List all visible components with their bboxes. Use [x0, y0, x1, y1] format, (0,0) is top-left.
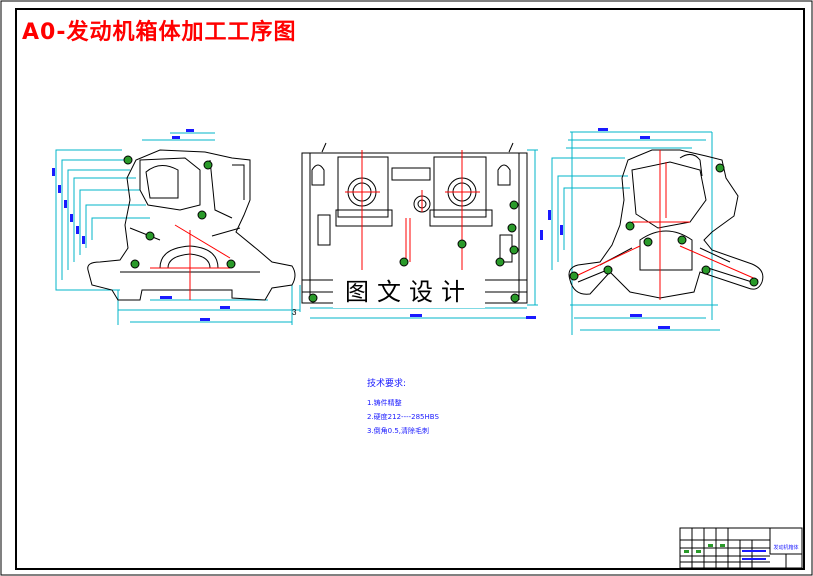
technical-requirements: 技术要求: 1.铸件精整 2.硬度212----285HBS 3.倒角0.5,清… — [367, 377, 439, 438]
middle-view-dimensions — [310, 149, 538, 319]
right-view-dimensions — [551, 131, 720, 335]
watermark: 图文设计 — [333, 270, 485, 308]
title-block-label: 发动机箱体 — [773, 545, 799, 551]
right-view — [548, 128, 764, 335]
technical-requirement-item: 2.硬度212----285HBS — [367, 413, 439, 421]
inner-frame — [15, 8, 805, 570]
drawing-title: A0-发动机箱体加工工序图 — [22, 20, 297, 45]
left-view-dimensions — [55, 132, 301, 325]
left-view-dim-values — [52, 129, 230, 321]
right-view-locators — [569, 163, 759, 287]
right-view-dim-values — [548, 128, 670, 329]
right-view-centerlines — [575, 150, 759, 300]
left-view-locators — [123, 155, 236, 269]
left-view-centerlines — [150, 224, 231, 300]
technical-requirements-heading: 技术要求: — [367, 379, 407, 389]
middle-view-locators — [308, 200, 520, 303]
left-view-outline — [87, 149, 296, 301]
technical-requirement-item: 1.铸件精整 — [367, 399, 402, 407]
front-view-label: 3 — [292, 308, 297, 317]
left-view — [52, 129, 301, 325]
middle-view-arrows — [321, 142, 514, 153]
title-block — [679, 527, 803, 569]
technical-requirement-item: 3.倒角0.5,清除毛刺 — [367, 427, 430, 435]
